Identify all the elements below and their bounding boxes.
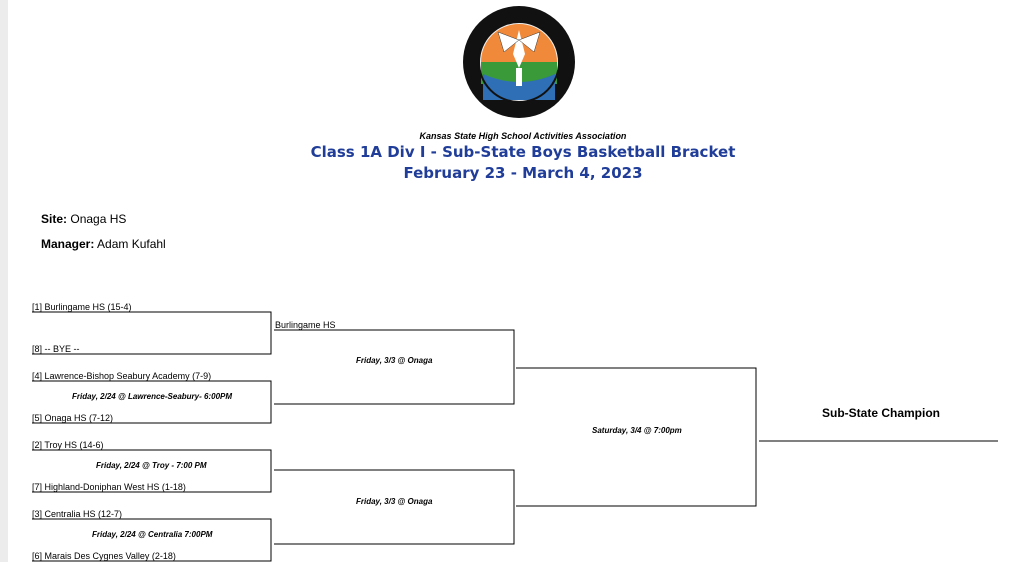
r1-game-4-lines [32, 518, 272, 562]
page-title: Class 1A Div I - Sub-State Boys Basketba… [310, 143, 736, 161]
team-seed-6: [6] Marais Des Cygnes Valley (2-18) [32, 551, 176, 561]
final-lines [516, 367, 757, 507]
r2-game-1-info: Friday, 3/3 @ Onaga [356, 356, 433, 365]
site-label: Site: [41, 212, 68, 226]
manager-value: Adam Kufahl [97, 237, 166, 251]
r2-game-2-info: Friday, 3/3 @ Onaga [356, 497, 433, 506]
team-seed-4: [4] Lawrence-Bishop Seabury Academy (7-9… [32, 371, 212, 381]
r1-game-2-info: Friday, 2/24 @ Lawrence-Seabury- 6:00PM [72, 392, 233, 401]
r1-game-2-lines [32, 380, 272, 424]
team-seed-1: [1] Burlingame HS (15-4) [32, 302, 132, 312]
manager-label: Manager: [41, 237, 95, 251]
r1-game-1-lines [32, 311, 272, 355]
manager-info: Manager: Adam Kufahl [41, 237, 166, 251]
r1-game-3-info: Friday, 2/24 @ Troy - 7:00 PM [96, 461, 207, 470]
team-seed-5: [5] Onaga HS (7-12) [32, 413, 114, 423]
khsaa-logo [463, 6, 575, 118]
team-seed-8: [8] -- BYE -- [32, 344, 80, 354]
tournament-dates: February 23 - March 4, 2023 [403, 164, 643, 182]
r2-game-1-lines [274, 329, 515, 405]
site-value: Onaga HS [70, 212, 127, 226]
r2-advanced-team: Burlingame HS [275, 320, 336, 330]
site-info: Site: Onaga HS [41, 212, 126, 226]
bracket-lines [32, 311, 998, 562]
organization-name: Kansas State High School Activities Asso… [419, 131, 627, 141]
team-seed-7: [7] Highland-Doniphan West HS (1-18) [32, 482, 186, 492]
champion-label: Sub-State Champion [822, 406, 941, 420]
team-seed-2: [2] Troy HS (14-6) [32, 440, 104, 450]
r2-game-2-lines [274, 469, 515, 545]
r1-game-3-lines [32, 449, 272, 493]
team-seed-3: [3] Centralia HS (12-7) [32, 509, 123, 519]
bracket-page: Kansas State High School Activities Asso… [8, 0, 1024, 562]
final-game-info: Saturday, 3/4 @ 7:00pm [592, 426, 682, 435]
r1-game-4-info: Friday, 2/24 @ Centralia 7:00PM [92, 530, 213, 539]
